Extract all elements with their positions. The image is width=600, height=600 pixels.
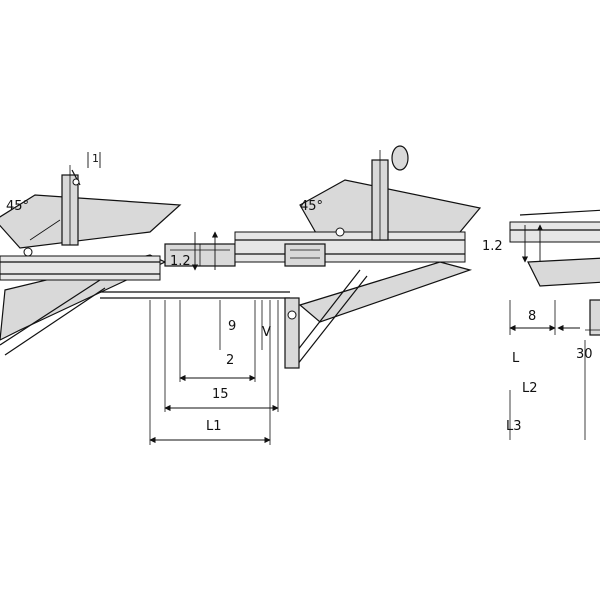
left-angled-plate (0, 194, 182, 249)
mid-angled-plate-lower (298, 261, 473, 323)
label-dim-left-mid: 1.2 (170, 254, 191, 269)
mid-top-knob (391, 145, 409, 171)
mid-clamp (284, 243, 326, 267)
right-view (509, 209, 600, 336)
right-rail-top (509, 221, 600, 243)
label-dim-30: 30 (576, 347, 593, 362)
label-dim-9: 9 (228, 319, 236, 334)
right-stop (589, 299, 600, 336)
mid-pivot-hole (335, 227, 345, 237)
label-dim-2: 2 (226, 353, 234, 368)
label-small-top: 1 (92, 152, 99, 165)
mid-post-hole (287, 310, 297, 320)
label-dim-v: V (262, 325, 271, 340)
mid-rail (234, 231, 466, 263)
left-view (0, 165, 290, 356)
mid-angled-plate (299, 179, 482, 241)
label-angle-left: 45° (6, 199, 29, 214)
label-dim-l2: L2 (522, 381, 538, 396)
labels: 45° 45° 1 1.2 1.2 9 V 2 15 L1 8 30 L L2 … (6, 152, 593, 434)
left-pivot-hole (23, 247, 33, 257)
mid-lower-post (284, 297, 300, 369)
label-angle-mid: 45° (300, 199, 323, 214)
dimensions (87, 152, 586, 445)
label-dim-right-mid: 1.2 (482, 239, 503, 254)
label-dim-8: 8 (528, 309, 536, 324)
label-dim-l: L (512, 351, 520, 366)
left-rail (0, 255, 161, 281)
right-rail-lower (527, 257, 600, 287)
label-dim-l1: L1 (206, 419, 222, 434)
middle-view (234, 145, 482, 369)
label-dim-15: 15 (212, 387, 229, 402)
label-dim-l3: L3 (506, 419, 522, 434)
